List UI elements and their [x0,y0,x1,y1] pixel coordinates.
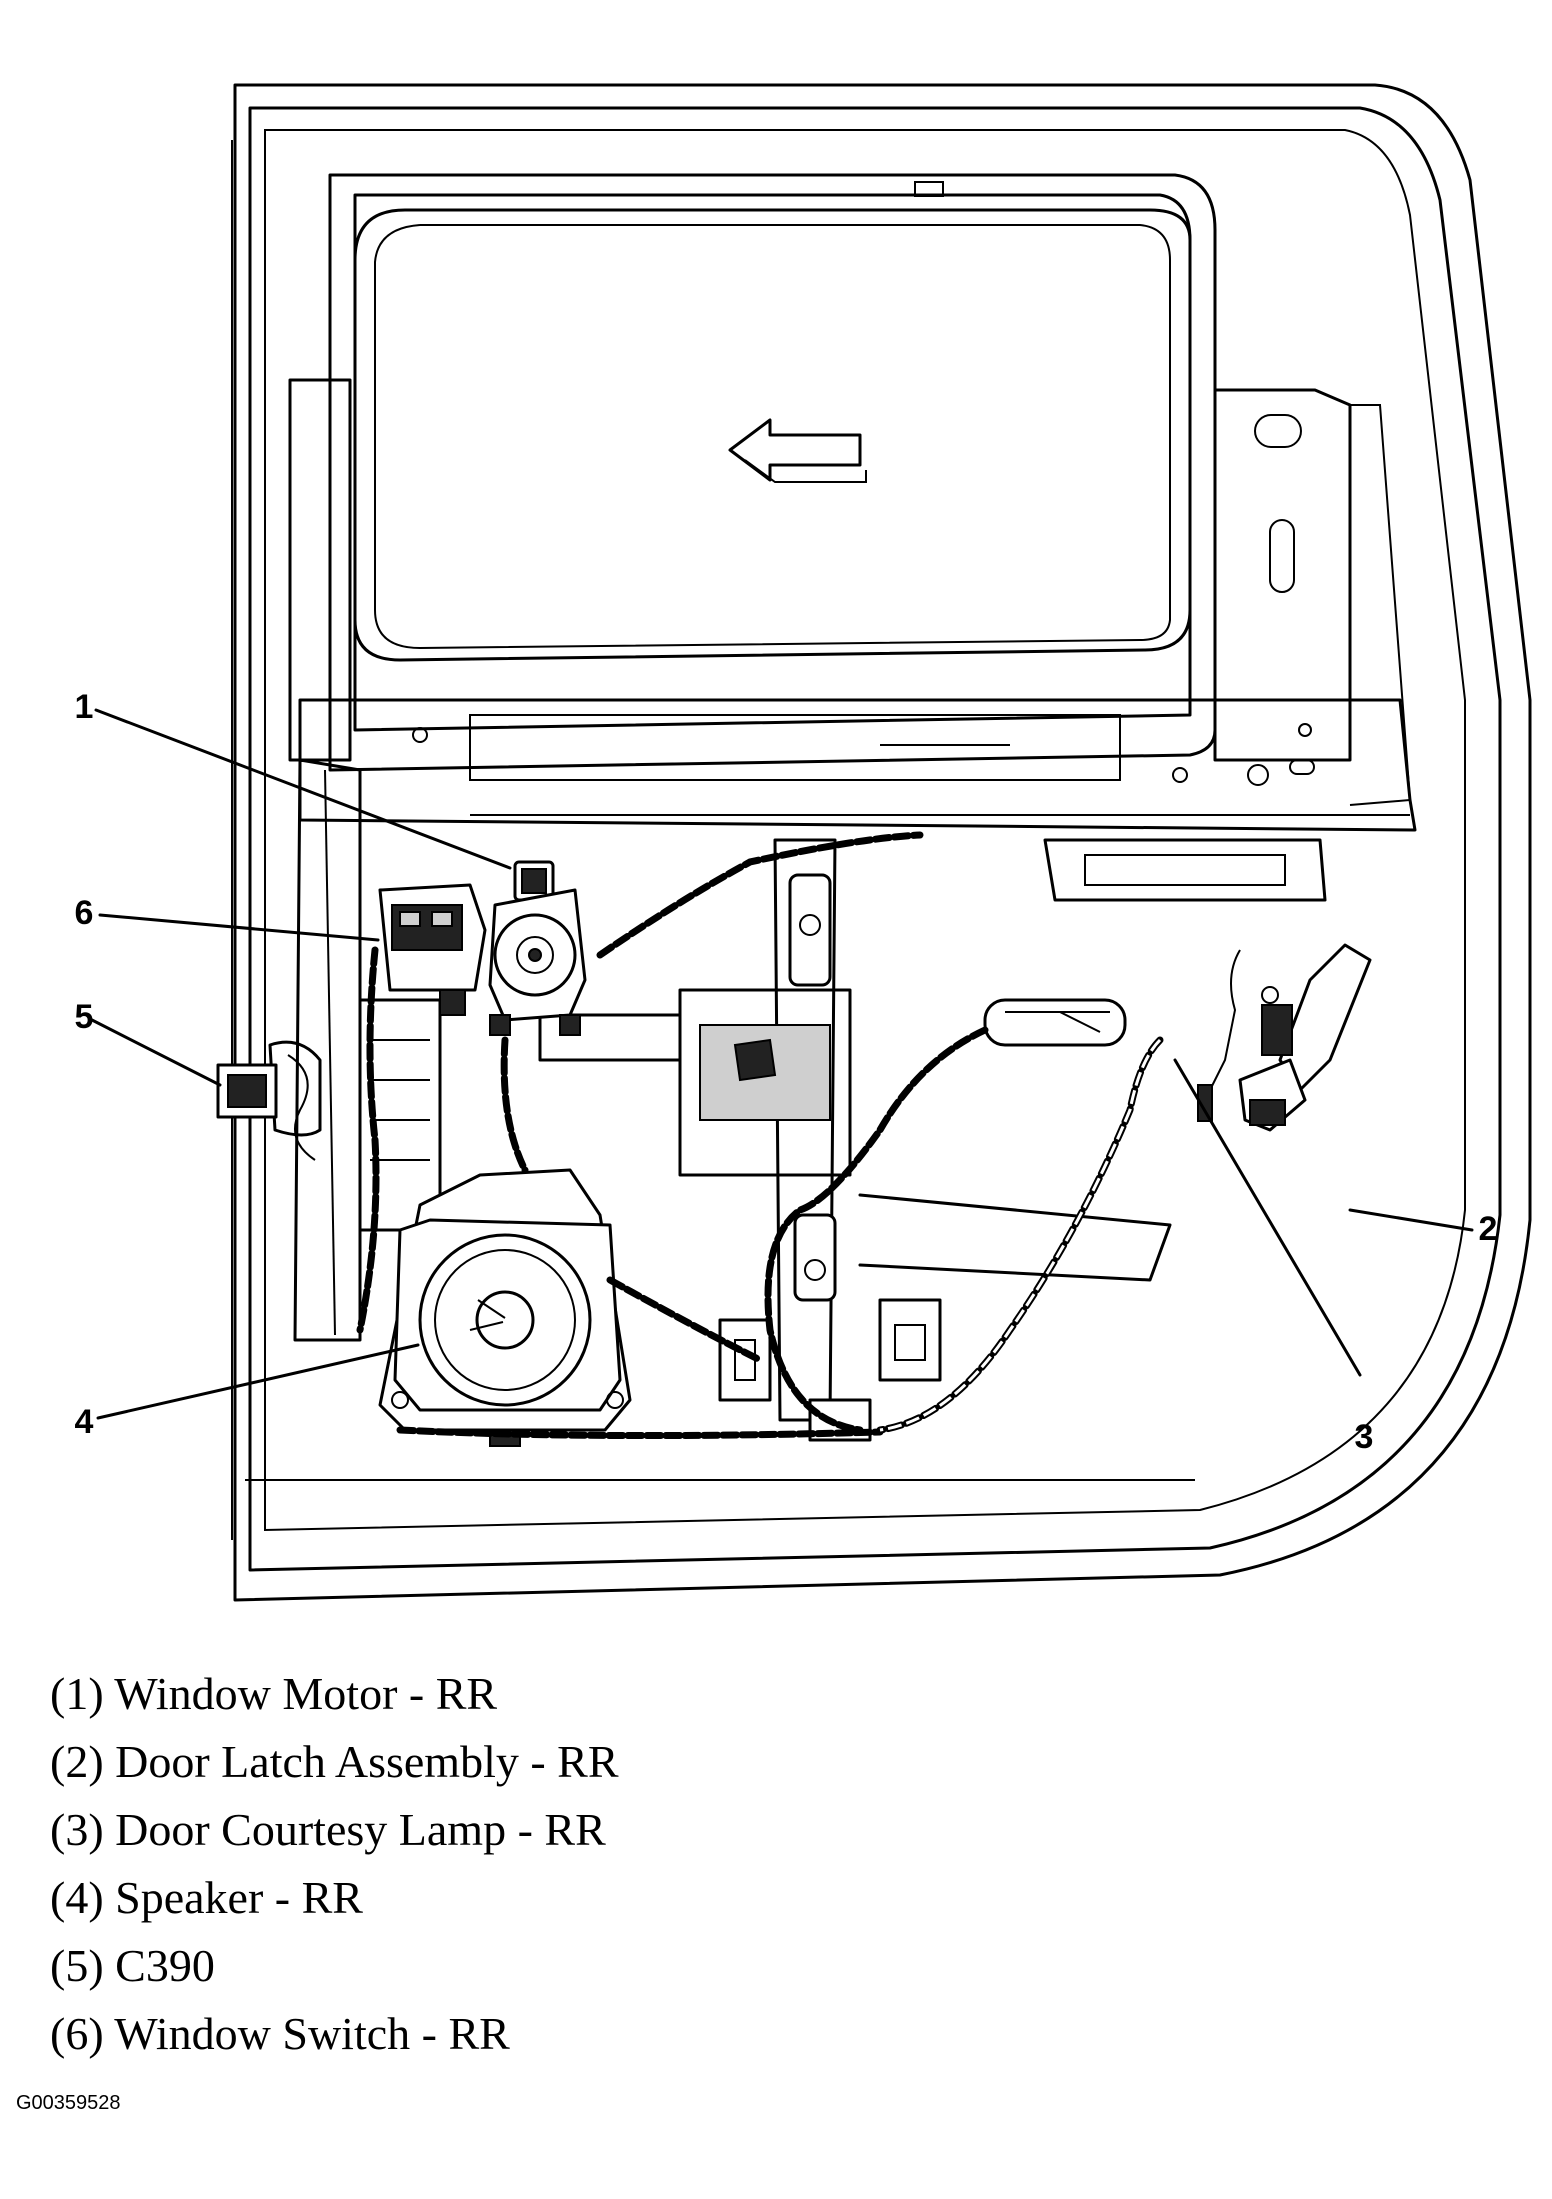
belt-reinforcement [288,378,1417,902]
speaker [378,1168,632,1447]
leader-lines [90,708,1474,1420]
window-regulator [538,838,1172,1422]
window-motor [488,860,587,1036]
figure-id: G00359528 [16,2092,121,2114]
parts-legend: (1) Window Motor - RR (2) Door Latch Ass… [50,1660,619,2068]
callout-4: 4 [74,1403,94,1441]
callout-2: 2 [1478,1210,1498,1248]
door-latch-assembly [1197,943,1372,1132]
c390-connector [216,1040,322,1161]
callout-1: 1 [74,688,94,726]
callout-5: 5 [74,998,94,1036]
legend-item-speaker: (4) Speaker - RR [50,1872,363,1923]
window-switch [378,883,487,1016]
legend-item-door-courtesy-lamp: (3) Door Courtesy Lamp - RR [50,1804,606,1855]
legend-item-window-switch: (6) Window Switch - RR [50,2008,510,2059]
window-glass [328,173,1217,772]
callout-3: 3 [1354,1418,1374,1456]
legend-item-window-motor: (1) Window Motor - RR [50,1668,498,1719]
door-courtesy-lamp [983,998,1127,1047]
wiring-harness [356,831,1164,1440]
door-outer-panel [231,83,1532,1602]
legend-item-door-latch-assembly: (2) Door Latch Assembly - RR [50,1736,619,1787]
callout-6: 6 [74,894,94,932]
hinge-plate [1213,388,1412,806]
legend-item-c390: (5) C390 [50,1940,215,1991]
